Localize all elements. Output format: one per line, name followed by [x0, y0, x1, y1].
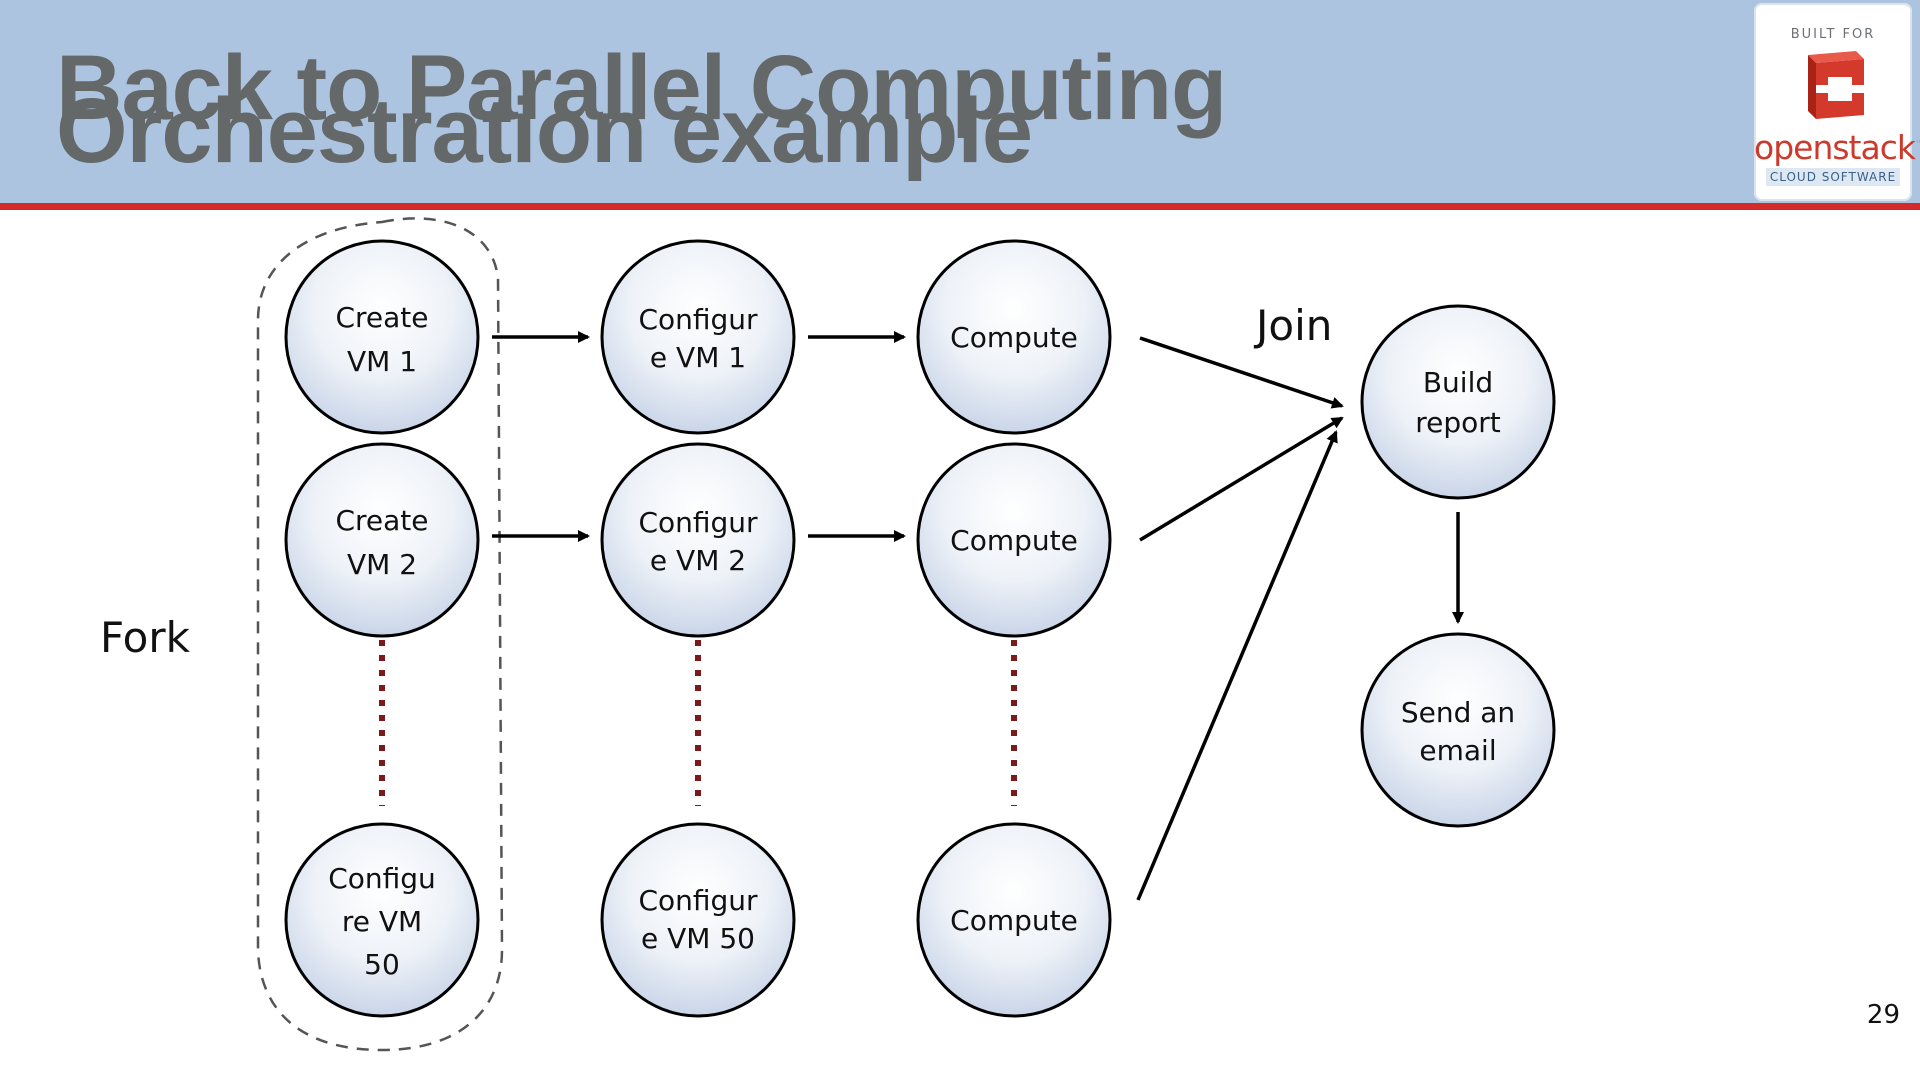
- node-compute-1: Compute: [916, 239, 1112, 435]
- node-configure-vm50-fork-line-3: 50: [364, 948, 400, 981]
- node-create-vm1-line-1: Create: [335, 301, 428, 334]
- node-send-email-line-2: email: [1419, 734, 1496, 767]
- node-create-vm2: Create VM 2: [284, 442, 480, 638]
- logo-brand: openstack™: [1754, 128, 1920, 167]
- arrow-compute50-to-build-report: [1136, 430, 1338, 901]
- header-divider: [0, 203, 1920, 210]
- page-number: 29: [1866, 1000, 1900, 1030]
- node-build-report-line-1: Build: [1423, 366, 1493, 399]
- node-configure-vm1: Configur e VM 1: [600, 239, 796, 435]
- node-create-vm1: Create VM 1: [284, 239, 480, 435]
- node-configure-vm50-fork-line-2: re VM: [342, 905, 422, 938]
- node-create-vm2-line-1: Create: [335, 504, 428, 537]
- node-configure-vm2: Configur e VM 2: [600, 442, 796, 638]
- node-send-email: Send an email: [1360, 632, 1556, 828]
- node-configure-vm50-line-1: Configur: [638, 884, 758, 917]
- node-configure-vm50-fork-line-1: Configu: [328, 862, 436, 895]
- join-label: Join: [1253, 301, 1332, 350]
- node-configure-vm1-line-2: e VM 1: [650, 341, 746, 374]
- node-compute-50: Compute: [916, 822, 1112, 1018]
- arrow-compute1-to-build-report: [1139, 336, 1344, 409]
- node-create-vm2-line-2: VM 2: [347, 548, 417, 581]
- node-build-report-line-2: report: [1415, 406, 1501, 439]
- node-create-vm1-line-2: VM 1: [347, 345, 417, 378]
- slide-header: [0, 0, 1920, 203]
- node-send-email-line-1: Send an: [1401, 696, 1515, 729]
- logo-brand-text: openstack: [1754, 128, 1916, 167]
- openstack-cube-icon: [1808, 51, 1864, 119]
- logo-built-for-text: BUILT FOR: [1790, 27, 1876, 42]
- logo-subtitle: CLOUD SOFTWARE: [1766, 168, 1900, 186]
- logo-trademark: ™: [1914, 140, 1920, 150]
- openstack-logo: BUILT FOR openstack™ CLOUD SOFTWARE: [1754, 3, 1920, 201]
- slide-title-line-2: Orchestration example: [56, 80, 1033, 182]
- node-compute-1-label: Compute: [950, 321, 1078, 354]
- node-compute-2: Compute: [916, 442, 1112, 638]
- slide-title-line-1: Back to Parallel Computing: [56, 37, 1227, 139]
- node-build-report: Build report: [1360, 304, 1556, 500]
- node-configure-vm1-line-1: Configur: [638, 303, 758, 336]
- fork-group-boundary: [256, 217, 504, 1052]
- node-compute-50-label: Compute: [950, 904, 1078, 937]
- fork-label: Fork: [100, 613, 191, 662]
- arrow-compute2-to-build-report: [1139, 416, 1344, 542]
- node-configure-vm50-line-2: e VM 50: [641, 922, 755, 955]
- node-compute-2-label: Compute: [950, 524, 1078, 557]
- node-configure-vm2-line-2: e VM 2: [650, 544, 746, 577]
- node-configure-vm50-fork: Configu re VM 50: [284, 822, 480, 1018]
- node-configure-vm2-line-1: Configur: [638, 506, 758, 539]
- node-configure-vm50: Configur e VM 50: [600, 822, 796, 1018]
